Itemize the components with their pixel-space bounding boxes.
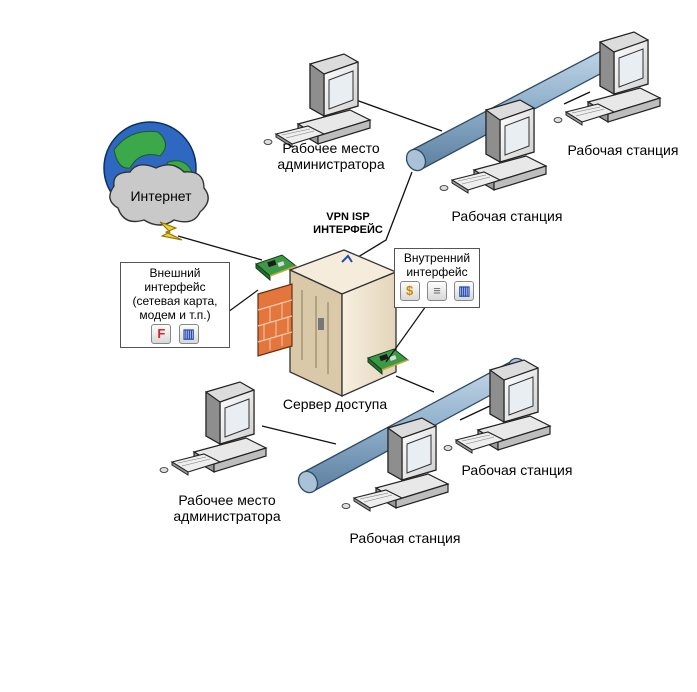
database-icon: ≡ [427, 281, 447, 301]
external-callout-leader [227, 289, 259, 313]
bar-chart-icon: ▥ [454, 281, 475, 301]
firewall-icon: F [151, 324, 172, 344]
external-callout-line1: Внешний [149, 266, 201, 280]
firewall-wall [257, 283, 293, 357]
computer-admin-bottom [159, 381, 267, 476]
external-interface-callout: Внешний интерфейс (сетевая карта, модем … [120, 262, 230, 348]
computer-admin-top [263, 53, 371, 148]
internal-callout-line2: интерфейс [406, 265, 468, 279]
external-callout-line4: модем и т.п.) [139, 308, 211, 322]
external-callout-line3: (сетевая карта, [132, 294, 218, 308]
label-admin-bottom: Рабочее место администратора [162, 492, 292, 524]
internal-callout-line1: Внутренний [403, 251, 471, 265]
label-admin-bottom-line1: Рабочее место [178, 492, 276, 508]
internet-cloud-icon [109, 164, 209, 226]
label-vpn: VPN ISP ИНТЕРФЕЙС [308, 211, 388, 237]
label-ws-top-right: Рабочая станция [567, 142, 679, 158]
label-admin-top: Рабочее место администратора [266, 140, 396, 172]
lightning-icon [159, 221, 183, 241]
dollar-icon: $ [399, 281, 420, 301]
label-admin-top-line2: администратора [277, 156, 385, 172]
access-server [288, 249, 398, 398]
label-admin-top-line1: Рабочее место [282, 140, 380, 156]
label-internet: Интернет [130, 188, 192, 204]
internet-link-line [177, 235, 263, 261]
label-ws-bottom-right: Рабочая станция [461, 462, 573, 478]
internal-interface-callout: Внутренний интерфейс $ ≡ ▥ [394, 248, 480, 308]
label-admin-bottom-line2: администратора [173, 508, 281, 524]
label-ws-top-mid: Рабочая станция [451, 208, 563, 224]
bar-chart-icon: ▥ [178, 324, 199, 344]
label-server: Сервер доступа [282, 396, 388, 412]
internal-callout-leader [385, 305, 427, 363]
label-ws-bottom-mid: Рабочая станция [349, 530, 461, 546]
label-vpn-line1: VPN ISP [326, 211, 370, 223]
label-vpn-line2: ИНТЕРФЕЙС [313, 224, 383, 236]
external-callout-line2: интерфейс [144, 280, 206, 294]
